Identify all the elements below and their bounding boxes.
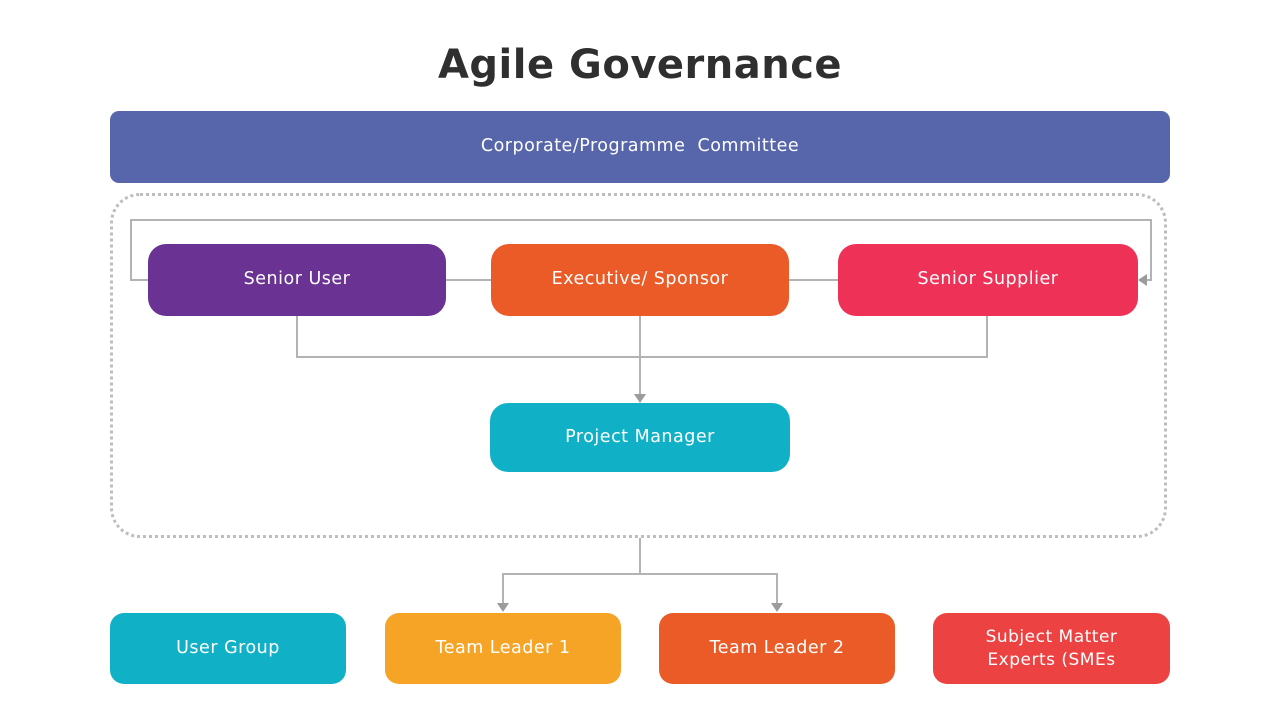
node-label: Team Leader 2 xyxy=(709,637,845,658)
connector-top-horizontal xyxy=(130,219,1152,221)
node-subject-matter-experts: Subject Matter Experts (SMEs xyxy=(933,613,1170,684)
connector-executive-supplier xyxy=(789,279,838,281)
node-executive-sponsor: Executive/ Sponsor xyxy=(491,244,789,316)
node-label: Team Leader 1 xyxy=(435,637,571,658)
node-team-leader-2: Team Leader 2 xyxy=(659,613,895,684)
connector-senioruser-executive xyxy=(446,279,491,281)
node-user-group: User Group xyxy=(110,613,346,684)
connector-left-vertical xyxy=(130,219,132,280)
node-label: User Group xyxy=(176,637,280,658)
node-senior-supplier: Senior Supplier xyxy=(838,244,1138,316)
project-board-group-frame xyxy=(110,193,1167,538)
connector-center-drop xyxy=(639,316,641,396)
node-corporate-programme-committee: Corporate/Programme Committee xyxy=(110,111,1170,183)
connector-right-vertical xyxy=(1150,219,1152,280)
node-label: Executive/ Sponsor xyxy=(551,269,729,290)
arrowhead-into-team-leader-1 xyxy=(497,603,509,612)
arrowhead-into-senior-supplier xyxy=(1138,274,1147,286)
connector-teamleader1-drop xyxy=(502,573,504,604)
node-senior-user: Senior User xyxy=(148,244,446,316)
connector-senioruser-drop xyxy=(296,316,298,358)
node-project-manager: Project Manager xyxy=(490,403,790,472)
arrowhead-into-team-leader-2 xyxy=(771,603,783,612)
node-label: Project Manager xyxy=(565,426,715,447)
node-label: Corporate/Programme Committee xyxy=(480,136,800,157)
connector-right-stub xyxy=(1146,279,1152,281)
connector-left-stub xyxy=(130,279,148,281)
node-label: Subject Matter Experts (SMEs xyxy=(985,626,1118,670)
connector-teamleader2-drop xyxy=(776,573,778,604)
connector-join-horizontal xyxy=(296,356,988,358)
node-team-leader-1: Team Leader 1 xyxy=(385,613,621,684)
node-label: Senior Supplier xyxy=(917,269,1059,290)
connector-split-horizontal xyxy=(502,573,778,575)
connector-supplier-drop xyxy=(986,316,988,358)
connector-frame-drop xyxy=(639,538,641,575)
node-label: Senior User xyxy=(243,269,351,290)
arrowhead-into-project-manager xyxy=(634,394,646,403)
page-title: Agile Governance xyxy=(437,42,843,88)
